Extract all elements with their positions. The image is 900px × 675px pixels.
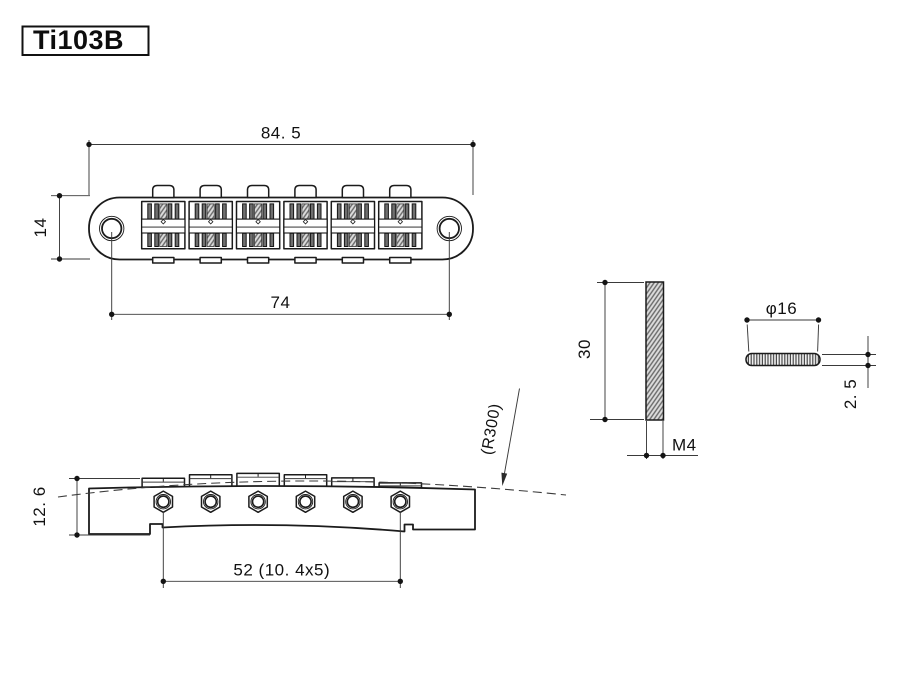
- dim-body-width-label: 14: [31, 218, 50, 238]
- screw-head: [342, 490, 363, 514]
- part-number-label: Ti103B: [33, 25, 124, 55]
- dim-saddle-radius: (R300): [479, 388, 520, 486]
- dim-stud-thread-label: M4: [672, 436, 697, 455]
- dim-overall-length-label: 84. 5: [261, 124, 301, 143]
- screw-head: [248, 490, 269, 514]
- dim-stud-thread: M4: [627, 421, 698, 459]
- screw-head: [390, 490, 411, 514]
- dim-post-spacing: 74: [109, 232, 452, 320]
- bridge-body-front: [88, 485, 476, 535]
- dim-string-spread-label: 52 (10. 4x5): [233, 561, 330, 580]
- dim-overall-length: 84. 5: [86, 124, 476, 195]
- dim-wheel-diameter-label: φ16: [766, 299, 797, 318]
- dim-stud-length-label: 30: [575, 339, 594, 359]
- radius-arc: [57, 480, 567, 498]
- dim-post-spacing-label: 74: [271, 293, 291, 312]
- screw-head: [153, 490, 174, 514]
- top-view: 84. 5 14 74: [31, 124, 476, 320]
- dim-body-width: 14: [31, 193, 90, 262]
- dim-wheel-diameter: φ16: [744, 299, 822, 352]
- dim-string-spread: 52 (10. 4x5): [160, 512, 403, 588]
- stud-view: 30 M4: [575, 279, 698, 459]
- screw-head: [200, 490, 221, 514]
- front-view: (R300) 12. 6 52 (10. 4x5): [30, 388, 567, 588]
- screw-head: [295, 490, 316, 514]
- dim-overall-height: 12. 6: [30, 475, 150, 538]
- dim-wheel-thickness: 2. 5: [822, 336, 876, 409]
- threaded-stud: [645, 281, 665, 421]
- dim-saddle-radius-label: (R300): [479, 402, 505, 456]
- dim-stud-length: 30: [575, 279, 644, 423]
- title-block: Ti103B: [21, 25, 150, 56]
- dim-overall-height-label: 12. 6: [30, 486, 49, 526]
- dim-wheel-thickness-label: 2. 5: [841, 379, 860, 409]
- thumbwheel-disc: [745, 352, 821, 367]
- thumbwheel-view: φ16 2. 5: [744, 299, 876, 409]
